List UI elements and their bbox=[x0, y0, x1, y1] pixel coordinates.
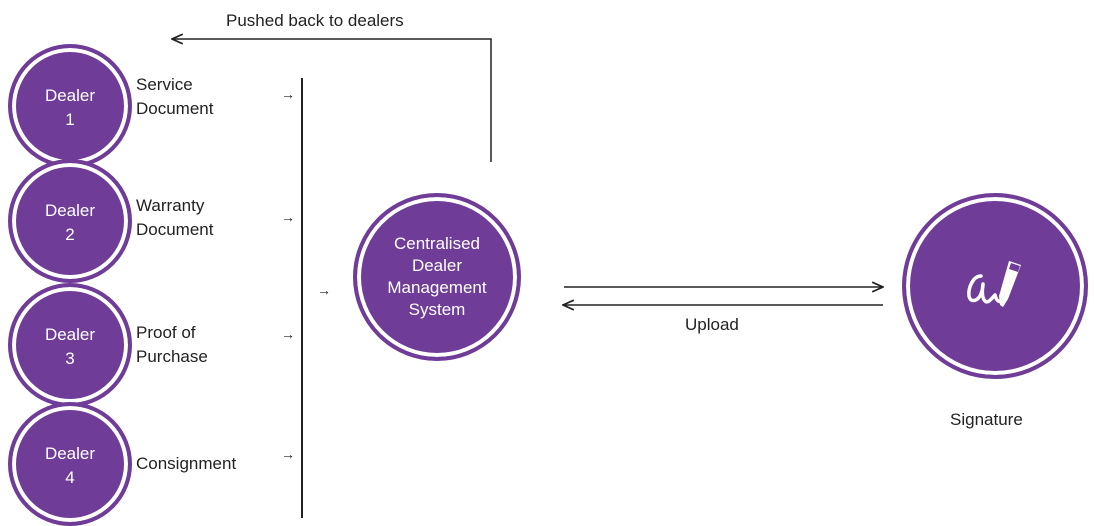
signature-pen-icon bbox=[967, 261, 1021, 307]
dealer-node-label: Dealer bbox=[44, 86, 96, 105]
document-label-service: Service Document bbox=[136, 75, 214, 118]
dealer-node-label: Dealer bbox=[44, 444, 96, 463]
feedback-label: Pushed back to dealers bbox=[226, 11, 404, 30]
dealer-node-3: Dealer 3 bbox=[8, 283, 132, 407]
flow-arrow: → bbox=[281, 86, 295, 102]
flow-arrow: → bbox=[281, 446, 295, 462]
feedback-arrow bbox=[172, 39, 492, 162]
flow-arrow: → bbox=[281, 326, 295, 342]
dealer-node-number: 2 bbox=[65, 225, 75, 244]
dealer-node-number: 3 bbox=[65, 349, 75, 368]
upload-label: Upload bbox=[685, 315, 739, 334]
document-label-warranty: Warranty Document bbox=[136, 196, 214, 239]
central-dealer-management-system: Centralised Dealer Management System bbox=[353, 193, 521, 361]
flow-arrow: → bbox=[281, 209, 295, 225]
signature-node bbox=[902, 193, 1088, 379]
flow-arrow: → bbox=[317, 282, 331, 298]
dealer-node-number: 1 bbox=[65, 110, 75, 129]
dealer-node-label: Dealer bbox=[44, 325, 96, 344]
document-label-consignment: Consignment bbox=[136, 454, 237, 473]
dealer-node-1: Dealer 1 bbox=[8, 44, 132, 168]
dealer-node-number: 4 bbox=[65, 468, 75, 487]
dealer-node-label: Dealer bbox=[44, 201, 96, 220]
dealer-node-2: Dealer 2 bbox=[8, 159, 132, 283]
dealer-node-4: Dealer 4 bbox=[8, 402, 132, 526]
signature-label: Signature bbox=[950, 410, 1023, 429]
document-label-proof-of-purchase: Proof of Purchase bbox=[136, 323, 208, 366]
